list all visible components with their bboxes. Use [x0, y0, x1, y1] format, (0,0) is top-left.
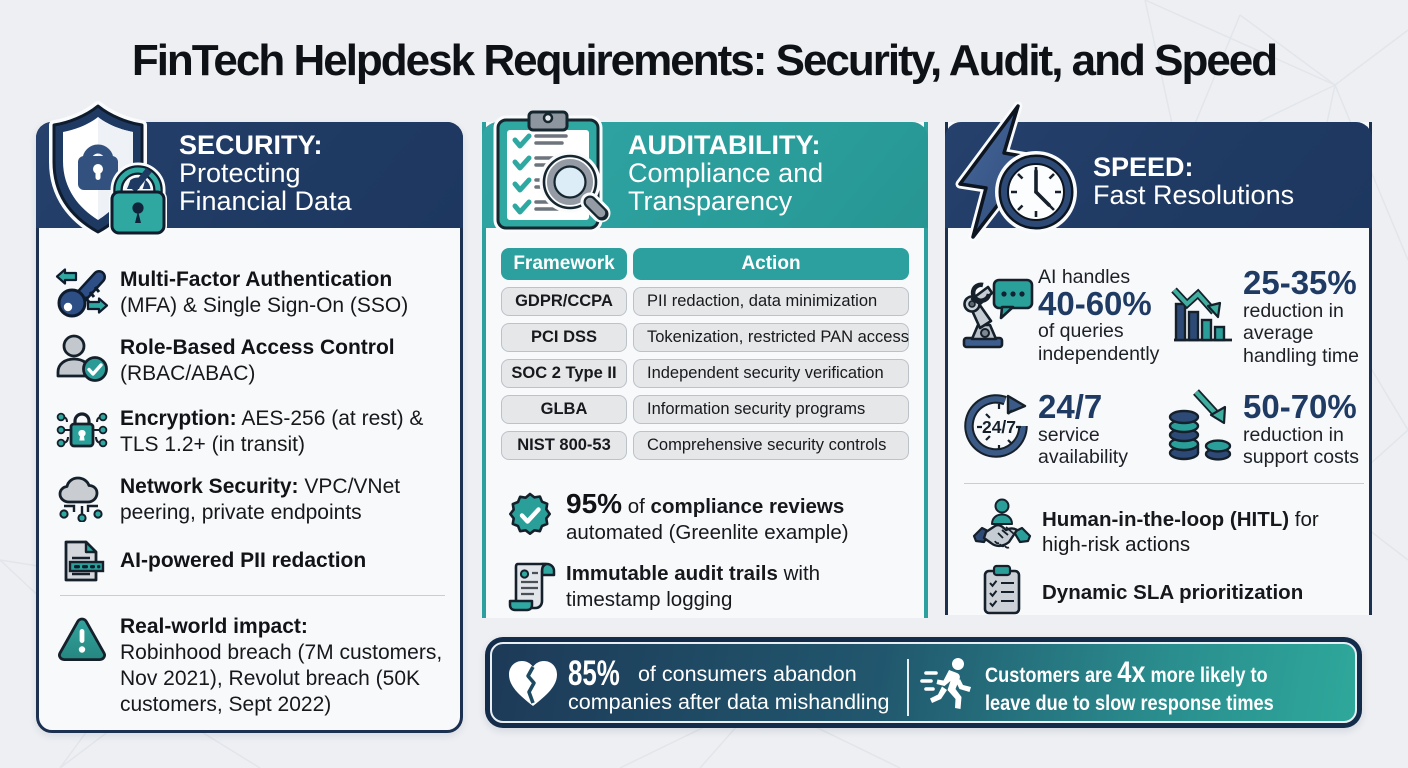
svg-text:24/7: 24/7 — [982, 417, 1016, 437]
